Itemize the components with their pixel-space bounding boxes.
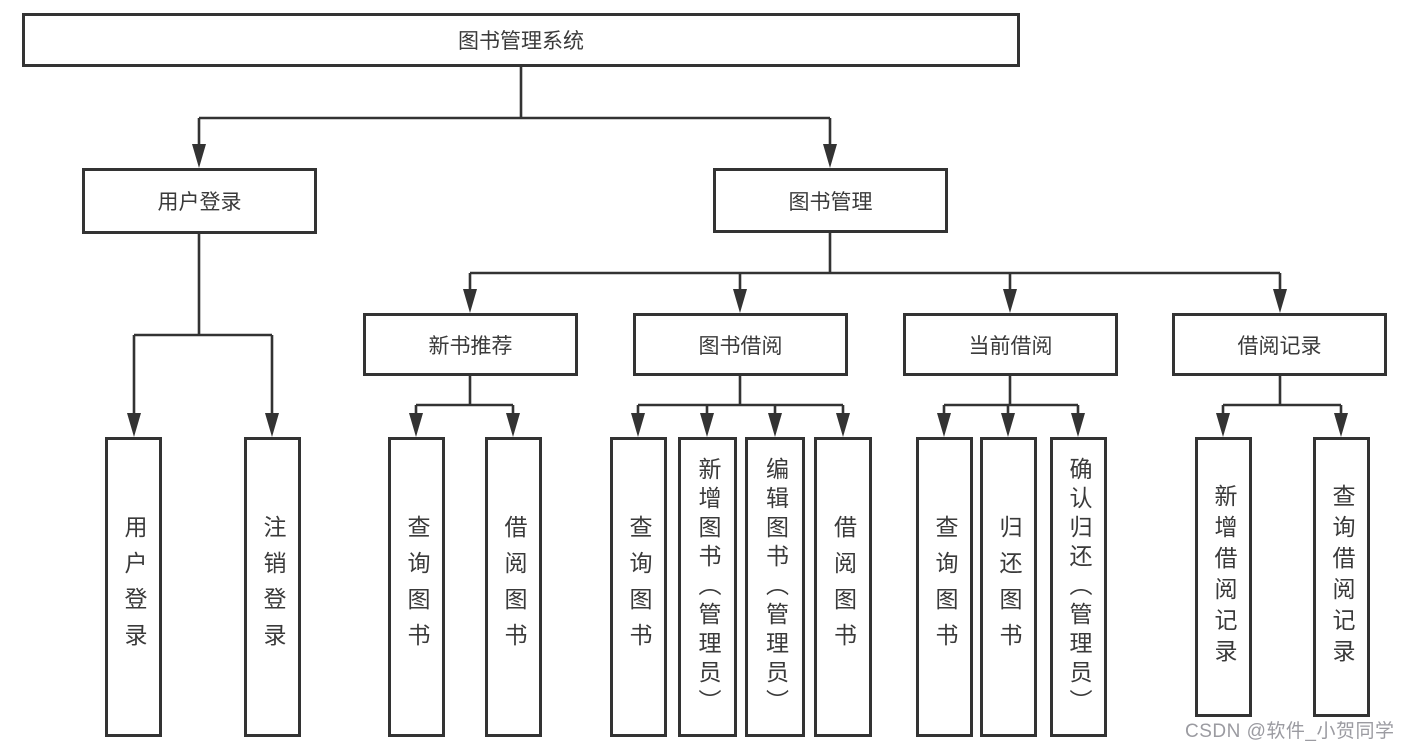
leaf-add-borrow-record: 新增借阅记录 bbox=[1195, 437, 1252, 717]
leaf-query-books-2: 查询图书 bbox=[610, 437, 667, 737]
node-label: 图书管理系统 bbox=[458, 30, 584, 53]
node-label: 图书借阅 bbox=[698, 334, 783, 358]
node-new-book-recommend: 新书推荐 bbox=[363, 313, 578, 376]
leaf-return-books: 归还图书 bbox=[980, 437, 1037, 737]
node-label: 新增借阅记录 bbox=[1211, 484, 1237, 670]
leaf-query-borrow-record: 查询借阅记录 bbox=[1313, 437, 1370, 717]
node-label: 编辑图书（管理员） bbox=[762, 456, 789, 718]
leaf-borrow-books-1: 借阅图书 bbox=[485, 437, 542, 737]
node-user-login: 用户登录 bbox=[82, 168, 317, 234]
node-label: 确认归还（管理员） bbox=[1066, 456, 1092, 718]
leaf-logout: 注销登录 bbox=[244, 437, 301, 737]
node-label: 借阅记录 bbox=[1237, 334, 1322, 358]
node-label: 图书管理 bbox=[788, 190, 873, 214]
leaf-add-books-admin: 新增图书（管理员） bbox=[678, 437, 737, 737]
node-label: 查询图书 bbox=[626, 515, 652, 659]
node-label: 新书推荐 bbox=[428, 334, 513, 358]
leaf-edit-books-admin: 编辑图书（管理员） bbox=[745, 437, 805, 737]
node-label: 借阅图书 bbox=[501, 515, 527, 659]
leaf-query-books-1: 查询图书 bbox=[388, 437, 445, 737]
node-label: 查询借阅记录 bbox=[1329, 484, 1355, 670]
leaf-borrow-books-2: 借阅图书 bbox=[814, 437, 872, 737]
node-book-borrow: 图书借阅 bbox=[633, 313, 848, 376]
leaf-query-books-3: 查询图书 bbox=[916, 437, 973, 737]
leaf-user-login: 用户登录 bbox=[105, 437, 162, 737]
node-label: 查询图书 bbox=[404, 515, 430, 659]
node-label: 查询图书 bbox=[932, 515, 958, 659]
node-label: 借阅图书 bbox=[830, 515, 857, 659]
arrowheads bbox=[127, 144, 1348, 437]
node-label: 用户登录 bbox=[157, 191, 242, 214]
node-label: 注销登录 bbox=[260, 515, 286, 659]
node-label: 用户登录 bbox=[121, 515, 147, 659]
node-borrow-records: 借阅记录 bbox=[1172, 313, 1387, 376]
node-root-system: 图书管理系统 bbox=[22, 13, 1020, 67]
leaf-confirm-return-admin: 确认归还（管理员） bbox=[1050, 437, 1107, 737]
node-current-borrow: 当前借阅 bbox=[903, 313, 1118, 376]
node-label: 当前借阅 bbox=[968, 334, 1053, 358]
node-label: 新增图书（管理员） bbox=[695, 456, 721, 718]
node-label: 归还图书 bbox=[996, 515, 1022, 659]
csdn-watermark: CSDN @软件_小贺同学 bbox=[1185, 721, 1395, 742]
node-book-management: 图书管理 bbox=[713, 168, 948, 233]
